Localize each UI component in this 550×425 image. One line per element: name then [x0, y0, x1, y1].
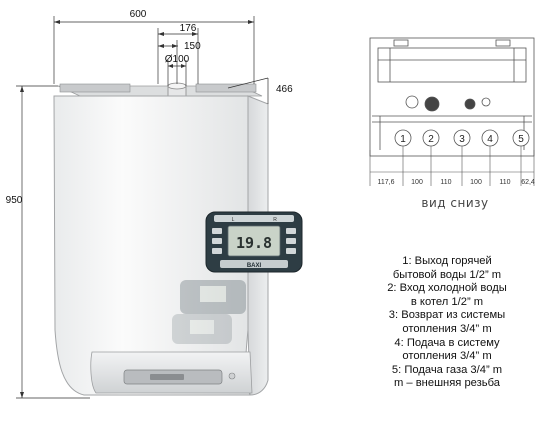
connection-number-2: 2: [428, 134, 434, 145]
ghost-panel-echo-1: [180, 280, 246, 314]
panel-left-button-1[interactable]: [212, 228, 222, 234]
panel-left-button-3[interactable]: [212, 248, 222, 254]
connections-legend: 1: Выход горячей бытовой воды 1/2” m 2: …: [352, 255, 542, 391]
spacing-label-2: 100: [411, 179, 423, 186]
boiler-front-view: L R 19.8 BAXI: [53, 82, 303, 396]
dim-label-flue-offset-inner: 150: [184, 41, 201, 52]
dim-line-depth: [227, 77, 269, 89]
bottom-view-outline: [369, 37, 535, 157]
legend-line: 2: Вход холодной воды: [387, 282, 507, 295]
bottom-view-tab-left: [393, 39, 409, 47]
panel-lcd-reading: 19.8: [236, 234, 272, 252]
panel-left-button-2[interactable]: [212, 238, 222, 244]
panel-right-button-3[interactable]: [286, 248, 296, 254]
connection-number-5: 5: [518, 134, 524, 145]
bottom-view-tab-right: [495, 39, 511, 47]
spacing-label-6: 62,4: [521, 179, 535, 186]
panel-right-button-1[interactable]: [286, 228, 296, 234]
front-dimension-lines: [16, 16, 269, 399]
legend-line: 1: Выход горячей: [402, 255, 492, 267]
legend-line: бытовой воды 1/2” m: [392, 268, 502, 281]
panel-lcd-display: [227, 225, 281, 257]
connection-number-4: 4: [487, 134, 493, 145]
bottom-view-outlet-4: [481, 97, 491, 107]
connection-number-3: 3: [459, 134, 465, 145]
dim-label-depth: 466: [276, 84, 293, 95]
connection-number-1: 1: [400, 134, 406, 145]
dim-label-height: 950: [6, 195, 23, 206]
panel-right-button-2[interactable]: [286, 238, 296, 244]
bottom-view-outlet-1: [405, 95, 419, 109]
panel-bottom-bar: [220, 260, 288, 268]
bottom-badge: [150, 374, 184, 380]
bottom-view-outlet-2: [424, 96, 440, 112]
bottom-view-drawing: [369, 37, 535, 157]
control-panel-topbar: [214, 215, 294, 222]
legend-line: отопления 3/4” m: [402, 322, 492, 335]
bottom-view-inner-frame: [377, 47, 527, 83]
spacing-label-4: 100: [470, 179, 482, 186]
panel-top-label-left: L: [232, 217, 235, 223]
dim-label-width: 600: [130, 9, 147, 20]
top-rail-right: [195, 83, 257, 93]
spacing-label-1: 117,6: [378, 179, 395, 186]
dim-label-flue-offset: 176: [180, 23, 197, 34]
bottom-view-outlet-3: [464, 98, 476, 110]
legend-line: 3: Возврат из системы: [388, 309, 506, 322]
legend-line: в котел 1/2” m: [410, 295, 484, 308]
legend-line: m – внешняя резьба: [393, 377, 500, 390]
legend-line: 5: Подача газа 3/4” m: [391, 363, 503, 376]
panel-brand-logo: BAXI: [247, 263, 262, 269]
control-panel: L R 19.8 BAXI: [205, 211, 303, 273]
spacing-label-5: 110: [499, 179, 510, 186]
legend-line: 4: Подача в систему: [394, 336, 500, 349]
legend-line: отопления 3/4” m: [402, 350, 492, 363]
bottom-knob: [228, 372, 236, 380]
spacing-label-3: 110: [440, 179, 451, 186]
ghost-panel-echo-2: [172, 314, 232, 344]
dim-label-flue-diameter: Ø100: [165, 54, 190, 65]
panel-top-label-right: R: [273, 217, 277, 223]
top-rail-left: [59, 83, 131, 93]
bottom-view-spacing-lines: [369, 146, 535, 186]
front-dimension-arrows: [20, 20, 254, 398]
bottom-view-caption: вид снизу: [421, 196, 489, 210]
boiler-body-front: [53, 95, 251, 396]
